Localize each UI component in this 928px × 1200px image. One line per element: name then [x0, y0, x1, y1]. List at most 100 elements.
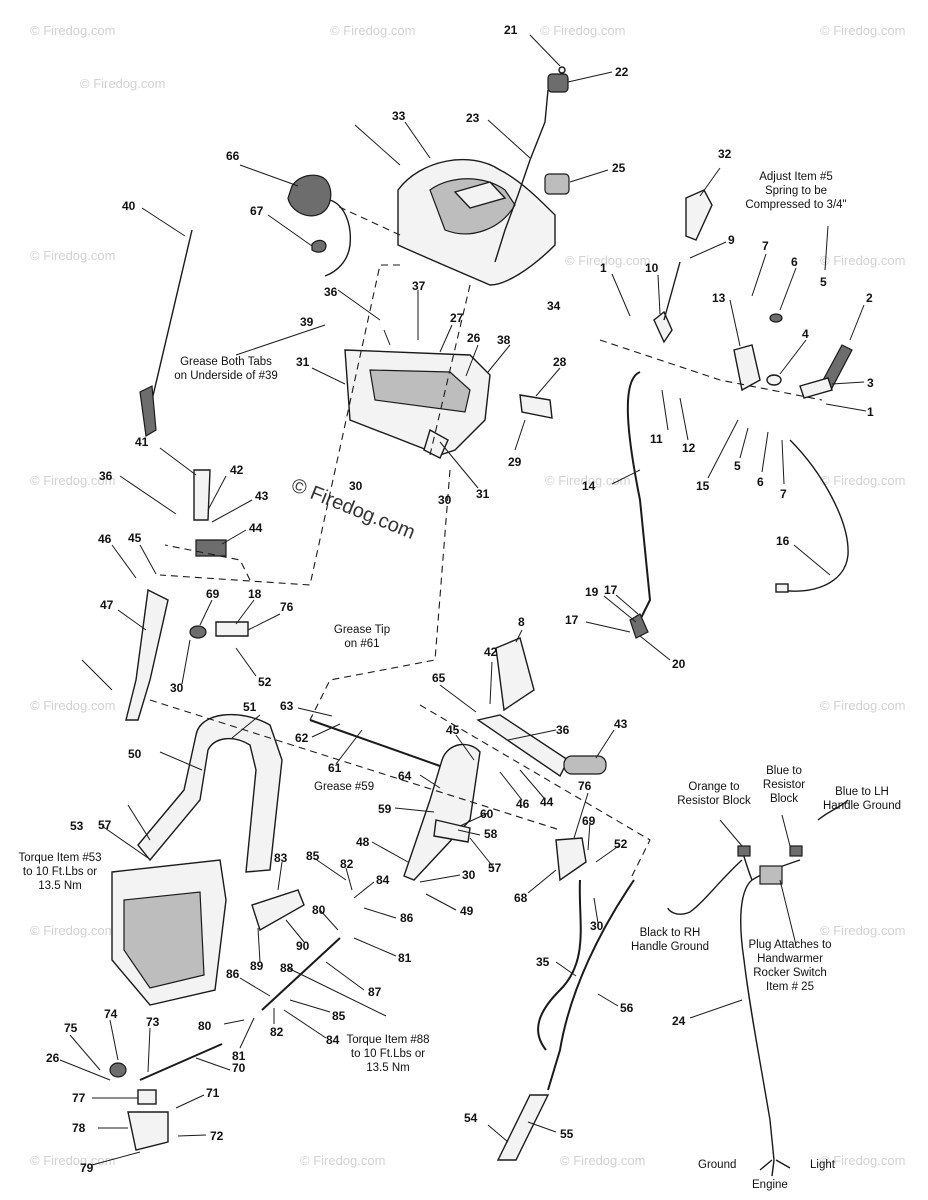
callout-label: 72: [210, 1129, 224, 1143]
guide: [599, 339, 823, 401]
shift-plate-32: [685, 189, 713, 241]
callout-label: 76: [280, 600, 294, 614]
callout-label: 9: [728, 233, 735, 247]
callout-label: 65: [432, 671, 446, 685]
callout-label: 66: [226, 149, 240, 163]
bail-8: [495, 637, 535, 712]
callout-label: 28: [553, 355, 567, 369]
callout-label: 55: [560, 1127, 574, 1141]
rod-70: [139, 1043, 223, 1081]
callout-label: 48: [356, 835, 370, 849]
note-ground: Ground: [698, 1159, 736, 1171]
callout-label: 43: [255, 489, 269, 503]
note-plug-attaches-line3: Rocker Switch: [753, 967, 827, 979]
watermark: © Firedog.com: [560, 1153, 645, 1168]
callout-label: 6: [791, 255, 798, 269]
lead-ground: [759, 1159, 773, 1171]
note-adjust-spring-line1: Adjust Item #5: [759, 171, 833, 183]
callout-label: 87: [368, 985, 382, 999]
note-grease-59: Grease #59: [314, 781, 374, 793]
gear-69: [189, 625, 207, 639]
callout-label: 42: [484, 645, 498, 659]
note-torque-53-line2: to 10 Ft.Lbs or: [23, 866, 97, 878]
callout-label: 90: [296, 939, 310, 953]
callout-label: 81: [232, 1049, 246, 1063]
callout-label: 44: [249, 521, 263, 535]
note-torque-53-line3: 13.5 Nm: [38, 880, 81, 892]
bushing-74: [109, 1062, 127, 1078]
callout-label: 79: [80, 1161, 94, 1175]
bracket-67: [311, 239, 327, 253]
callout-label: 8: [518, 615, 525, 629]
callout-label: 45: [446, 723, 460, 737]
callout-label: 54: [464, 1111, 478, 1125]
callout-label: 73: [146, 1015, 160, 1029]
cable-14: [626, 371, 652, 621]
note-blue-resistor-line3: Block: [770, 793, 798, 805]
watermark: © Firedog.com: [300, 1153, 385, 1168]
rod-61: [309, 719, 441, 767]
callout-label: 1: [600, 261, 607, 275]
callout-label: 40: [122, 199, 136, 213]
assembly-guides: [149, 204, 823, 881]
block-77: [137, 1089, 157, 1105]
guide: [164, 544, 251, 581]
callout-label: 17: [565, 613, 579, 627]
watermark: © Firedog.com: [545, 473, 630, 488]
note-blue-resistor-line1: Blue to: [766, 765, 802, 777]
antenna-spring: [139, 385, 157, 437]
callout-label: 67: [250, 204, 264, 218]
callout-label: 78: [72, 1121, 86, 1135]
callout-label: 61: [328, 761, 342, 775]
harness-blue-lead: [817, 799, 849, 821]
callout-label: 84: [326, 1033, 340, 1047]
watermark: © Firedog.com: [30, 698, 115, 713]
callout-label: 84: [376, 873, 390, 887]
frame-53-face: [123, 891, 205, 989]
callout-numbers: 21 22 23 25 32 34 33 66 67 40 9 10 1 7 6…: [46, 23, 874, 1175]
callout-label: 47: [100, 598, 114, 612]
callout-label: 41: [135, 435, 149, 449]
callout-label: 19: [585, 585, 599, 599]
callout-label: 60: [480, 807, 494, 821]
callout-label: 53: [70, 819, 84, 833]
callout-label: 83: [274, 851, 288, 865]
watermark: © Firedog.com: [820, 923, 905, 938]
callout-label: 80: [198, 1019, 212, 1033]
note-blue-lh-line1: Blue to LH: [835, 786, 889, 798]
cable-16: [779, 439, 849, 592]
cable-end-16: [775, 583, 789, 593]
callout-label: 21: [504, 23, 518, 37]
cable-56: [547, 879, 635, 1091]
watermark: © Firedog.com: [80, 76, 165, 91]
watermark: © Firedog.com: [820, 23, 905, 38]
callout-label: 32: [718, 147, 732, 161]
callout-label: 5: [734, 459, 741, 473]
guide: [419, 704, 651, 881]
callout-label: 34: [547, 299, 561, 313]
watermark: © Firedog.com: [820, 253, 905, 268]
watermark: © Firedog.com: [30, 473, 115, 488]
callout-label: 33: [392, 109, 406, 123]
watermark: © Firedog.com: [820, 698, 905, 713]
lead-light: [775, 1159, 791, 1169]
callout-label: 14: [582, 479, 596, 493]
callout-label: 58: [484, 827, 498, 841]
cable-35: [537, 879, 582, 1051]
callout-label: 12: [682, 441, 696, 455]
callout-label: 1: [867, 405, 874, 419]
note-torque-88-line3: 13.5 Nm: [366, 1062, 409, 1074]
note-light: Light: [810, 1159, 836, 1171]
callout-label: 36: [556, 723, 570, 737]
knob-22: [547, 73, 569, 93]
arm-10: [653, 310, 673, 344]
watermark: © Firedog.com: [820, 1153, 905, 1168]
callout-label: 77: [72, 1091, 86, 1105]
grip-54: [496, 1094, 550, 1161]
note-torque-53-line1: Torque Item #53: [18, 852, 101, 864]
callout-label: 10: [645, 261, 659, 275]
callout-label: 31: [476, 487, 490, 501]
note-engine: Engine: [752, 1179, 788, 1191]
callout-label: 80: [312, 903, 326, 917]
note-blue-resistor-line2: Resistor: [763, 779, 805, 791]
